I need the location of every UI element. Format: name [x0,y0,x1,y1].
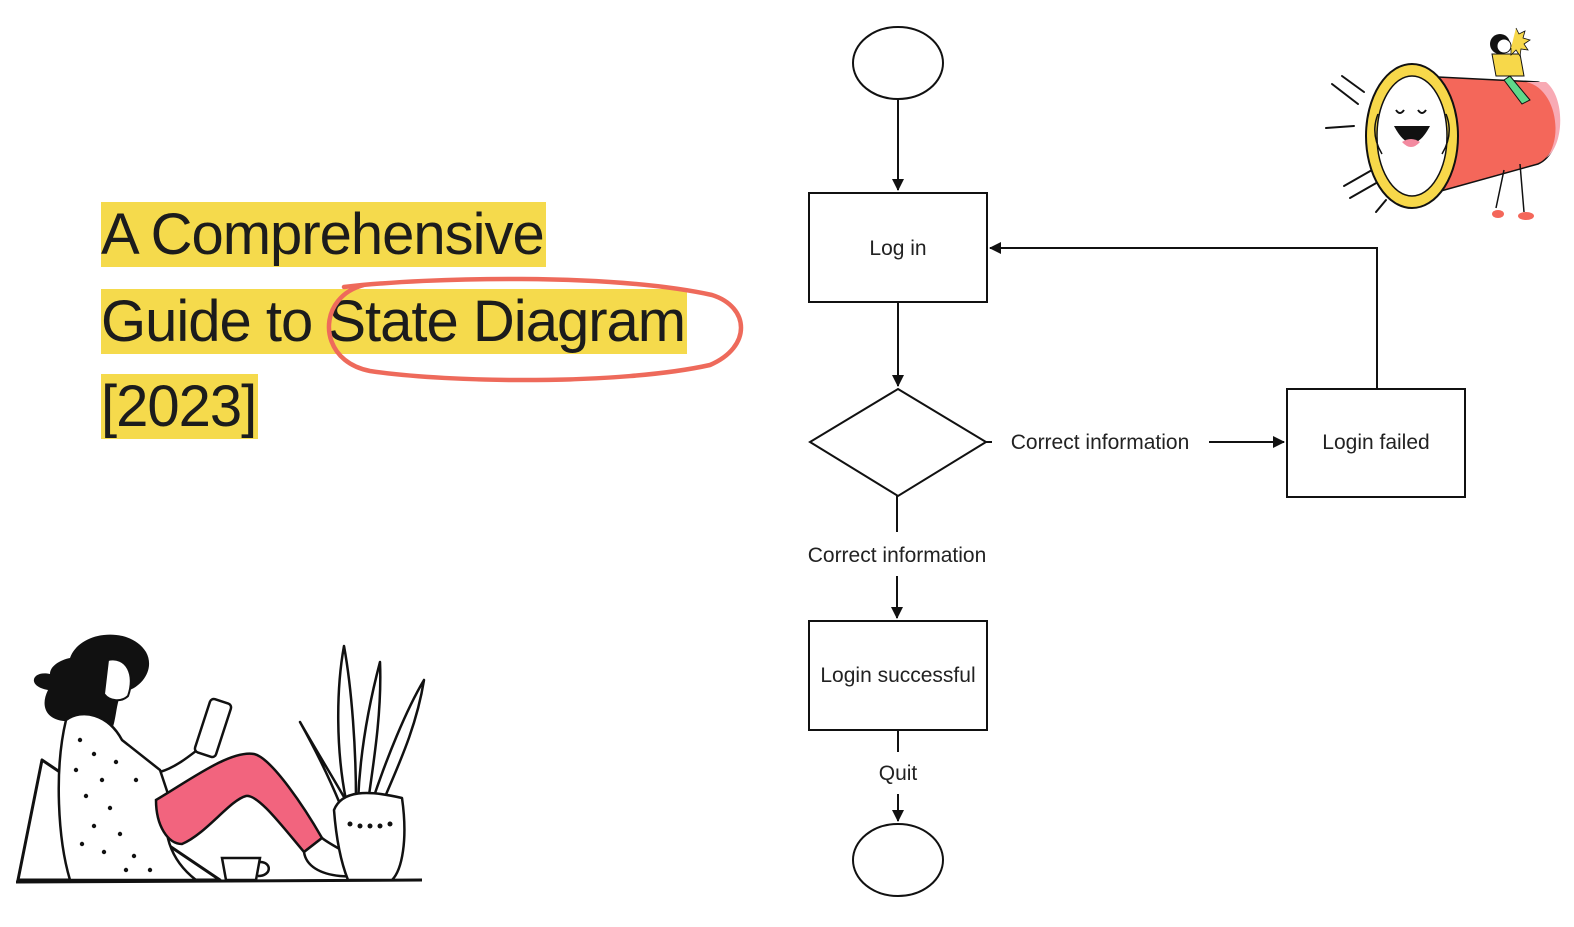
potted-plant-icon [298,644,426,882]
end-state [852,823,944,897]
title-highlight-state-diagram: State Diagram [327,289,686,354]
title-line-3: [2023] [101,364,259,450]
state-login-successful [808,620,988,731]
decision-node [808,387,988,498]
edge-label-to-success: Correct information [808,544,987,567]
reading-woman-icon [15,634,423,884]
start-state [852,26,944,100]
state-log-in-label: Log in [869,237,926,260]
edge-label-quit: Quit [879,762,918,785]
title-line-2-text: Guide to State Diagram [101,289,688,354]
edge-label-to-failed: Correct information [1011,431,1190,454]
title-line-2: Guide to State Diagram [101,279,688,365]
state-login-successful-label: Login successful [820,664,975,687]
state-login-failed-label: Login failed [1322,431,1429,454]
edge-failed-to-login [989,242,1378,389]
state-login-failed [1286,388,1466,498]
title-line-3-text: [2023] [101,374,259,439]
hand-drawn-circle-mark [326,276,744,383]
megaphone-icon [1325,27,1561,220]
title-line-1-text: A Comprehensive [101,202,546,267]
title-line-2-prefix: Guide to [101,289,328,354]
title-line-1: A Comprehensive [101,192,546,278]
page-title: A Comprehensive Guide to State Diagram [… [101,192,761,462]
